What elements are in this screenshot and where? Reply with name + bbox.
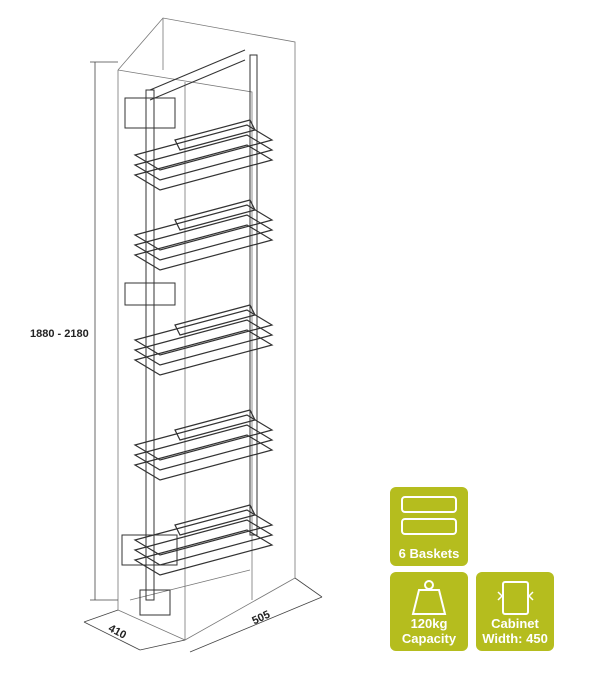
basket-rail [133, 144, 274, 191]
capacity-label: Capacity [401, 631, 457, 646]
basket [133, 119, 274, 191]
baskets-icon [401, 496, 457, 535]
basket-rail [133, 224, 274, 271]
basket-rail [133, 529, 274, 576]
basket-back [174, 409, 256, 441]
weight-icon [411, 580, 447, 615]
basket-rail [133, 509, 274, 556]
cabinet-width-value: Width: 450 [482, 631, 548, 646]
cabinet-outline [117, 17, 296, 641]
dimension-lines [83, 61, 323, 653]
baskets [133, 119, 274, 576]
cabinet-icon [497, 581, 534, 615]
basket-rail [133, 424, 274, 471]
basket-rail [133, 204, 274, 251]
basket-rail [133, 124, 274, 171]
baskets-label: 6 Baskets [398, 546, 460, 561]
cabinet-label: Cabinet [491, 616, 539, 631]
basket [133, 199, 274, 271]
basket-back [174, 304, 256, 336]
basket-rail [133, 309, 274, 356]
basket [133, 409, 274, 481]
basket-rail [133, 319, 274, 366]
basket-rail [133, 329, 274, 376]
basket-rail [133, 134, 274, 181]
baskets-badge: 6 Baskets [390, 487, 468, 566]
capacity-value: 120kg [410, 616, 448, 631]
basket-rail [133, 434, 274, 481]
basket-back [174, 504, 256, 536]
basket-back [174, 199, 256, 231]
basket [133, 304, 274, 376]
basket-back [174, 119, 256, 151]
basket-rail [133, 214, 274, 261]
basket-rail [133, 519, 274, 566]
height-dimension: 1880 - 2180 [30, 328, 89, 340]
basket [133, 504, 274, 576]
basket-rail [133, 414, 274, 461]
